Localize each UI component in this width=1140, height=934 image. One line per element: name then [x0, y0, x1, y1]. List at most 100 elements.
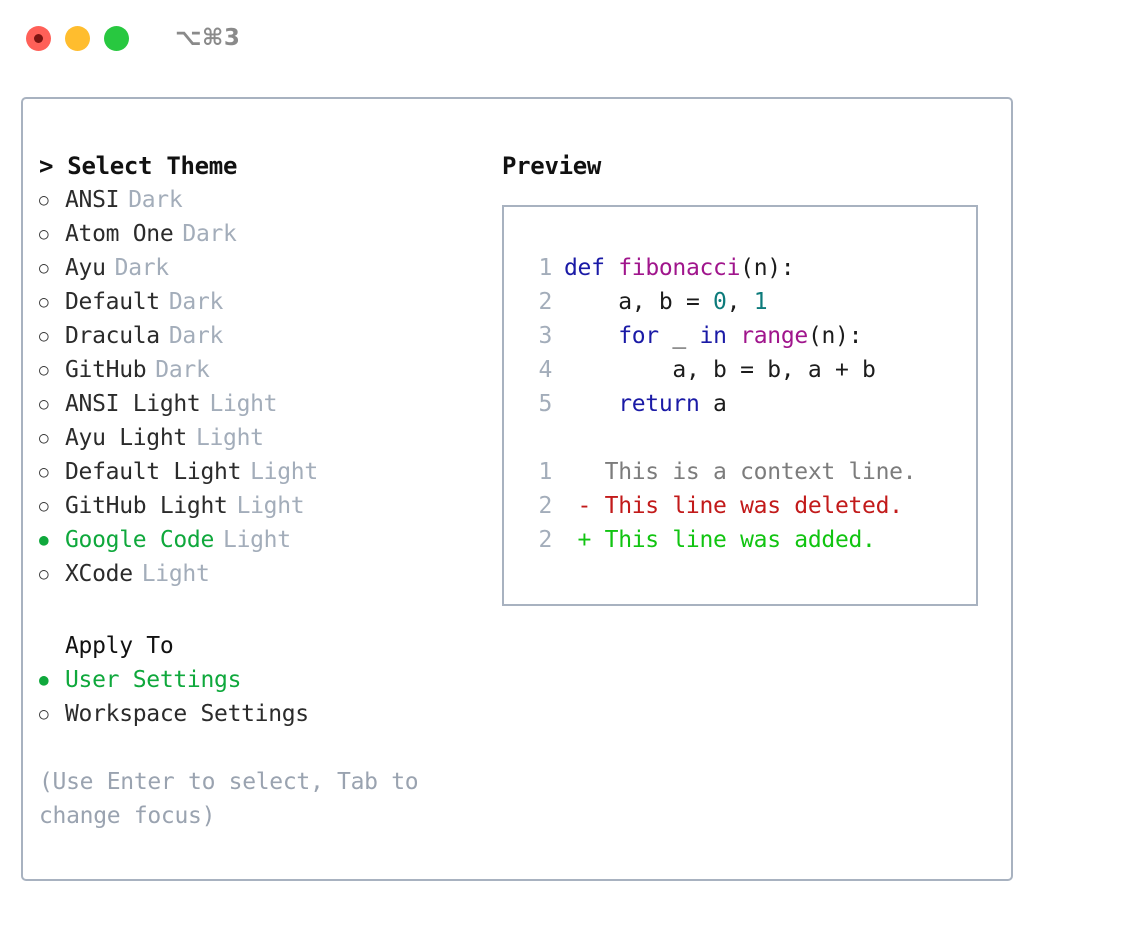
theme-variant-badge: Dark	[168, 323, 224, 349]
theme-option-label: ANSI	[65, 187, 120, 213]
theme-option-label: Google Code	[65, 527, 215, 553]
code-line: 4 a, b = b, a + b	[504, 353, 976, 387]
radio-unselected-icon: ○	[39, 224, 49, 243]
theme-option-label: Default	[65, 289, 160, 315]
maximize-button-icon[interactable]	[104, 25, 129, 51]
code-line-content: return a	[564, 387, 727, 421]
code-token-kw: def	[564, 255, 605, 281]
theme-option-row[interactable]: ○ Dracula Dark	[39, 319, 479, 353]
apply-to-option-row[interactable]: ●User Settings	[39, 663, 479, 697]
code-indent	[564, 289, 618, 315]
radio-unselected-icon: ○	[39, 496, 49, 515]
code-token-fn: range	[740, 323, 808, 349]
line-number: 3	[538, 323, 552, 349]
theme-option-row[interactable]: ○ Ayu Light Light	[39, 421, 479, 455]
theme-variant-badge: Light	[209, 391, 278, 417]
section-spacer	[39, 591, 479, 629]
radio-unselected-icon: ○	[39, 704, 49, 723]
theme-variant-badge: Dark	[182, 221, 237, 247]
code-line-content: a, b = b, a + b	[564, 353, 876, 387]
radio-unselected-icon: ○	[39, 326, 49, 345]
keyboard-hint-text: (Use Enter to select, Tab to change focu…	[39, 769, 432, 829]
theme-option-label: Atom One	[65, 221, 174, 247]
code-token-kw: in	[699, 323, 727, 349]
diff-line-content: This is a context line.	[564, 459, 917, 485]
code-line: 2 a, b = 0, 1	[504, 285, 976, 319]
theme-option-label: Ayu Light	[65, 425, 187, 451]
code-token-fn: fibonacci	[618, 255, 741, 281]
code-line: 1 def fibonacci(n):	[504, 251, 976, 285]
theme-option-row[interactable]: ○ Default Dark	[39, 285, 479, 319]
code-line-content: for _ in range(n):	[564, 319, 862, 353]
line-number: 5	[538, 391, 552, 417]
code-token-num: 1	[753, 289, 768, 315]
apply-to-header: Apply To	[65, 633, 174, 659]
theme-option-label: XCode	[65, 561, 133, 587]
code-token-plain	[727, 323, 741, 349]
theme-variant-badge: Light	[236, 493, 305, 519]
code-token-plain: _	[658, 323, 700, 349]
theme-variant-badge: Dark	[155, 357, 210, 383]
code-token-num: 0	[713, 289, 727, 315]
radio-unselected-icon: ○	[39, 428, 49, 447]
apply-to-list: ●User Settings ○ Workspace Settings	[39, 663, 479, 731]
theme-variant-badge: Dark	[114, 255, 170, 281]
code-token-plain: (n):	[807, 323, 863, 349]
code-token-plain	[605, 255, 619, 281]
line-number: 2	[538, 493, 552, 519]
theme-option-row[interactable]: ○ GitHub Dark	[39, 353, 479, 387]
close-button-icon[interactable]	[26, 25, 51, 51]
preview-header: Preview	[502, 152, 602, 180]
radio-unselected-icon: ○	[39, 258, 49, 277]
code-line: 3 for _ in range(n):	[504, 319, 976, 353]
radio-unselected-icon: ○	[39, 360, 49, 379]
code-token-plain: (n):	[740, 255, 795, 281]
select-theme-header: > Select Theme	[39, 152, 238, 180]
radio-selected-icon: ●	[39, 530, 49, 549]
code-line-content: def fibonacci(n):	[564, 251, 795, 285]
theme-variant-badge: Light	[223, 527, 291, 553]
diff-line: 2 + This line was added.	[504, 523, 976, 557]
theme-variant-badge: Dark	[128, 187, 183, 213]
code-token-plain: a, b =	[618, 289, 714, 315]
minimize-button-icon[interactable]	[65, 25, 90, 51]
radio-unselected-icon: ○	[39, 462, 49, 481]
code-token-plain: a	[699, 391, 727, 417]
diff-sample: 1 This is a context line.2 - This line w…	[504, 455, 976, 557]
line-number: 2	[538, 289, 552, 315]
line-number: 1	[538, 459, 552, 485]
theme-option-row[interactable]: ○ Atom One Dark	[39, 217, 479, 251]
radio-unselected-icon: ○	[39, 292, 49, 311]
apply-to-option-row[interactable]: ○ Workspace Settings	[39, 697, 479, 731]
code-token-kw: for	[618, 323, 659, 349]
traffic-light-group	[26, 25, 129, 51]
radio-unselected-icon: ○	[39, 564, 49, 583]
theme-option-row[interactable]: ○ XCode Light	[39, 557, 479, 591]
diff-line: 1 This is a context line.	[504, 455, 976, 489]
diff-line: 2 - This line was deleted.	[504, 489, 976, 523]
radio-unselected-icon: ○	[39, 394, 49, 413]
code-token-plain: ,	[726, 289, 754, 315]
line-number: 1	[538, 255, 552, 281]
theme-variant-badge: Light	[195, 425, 264, 451]
theme-option-row[interactable]: ● Google Code Light	[39, 523, 479, 557]
theme-variant-badge: Dark	[168, 289, 224, 315]
code-token-kw: return	[618, 391, 700, 417]
code-line: 5 return a	[504, 387, 976, 421]
line-number: 2	[538, 527, 552, 553]
theme-option-label: GitHub	[65, 357, 147, 383]
theme-option-label: Dracula	[65, 323, 160, 349]
theme-variant-badge: Light	[141, 561, 210, 587]
apply-to-option-label: Workspace Settings	[65, 701, 309, 727]
code-blank-line	[504, 421, 976, 455]
theme-option-label: Default Light	[65, 459, 242, 485]
